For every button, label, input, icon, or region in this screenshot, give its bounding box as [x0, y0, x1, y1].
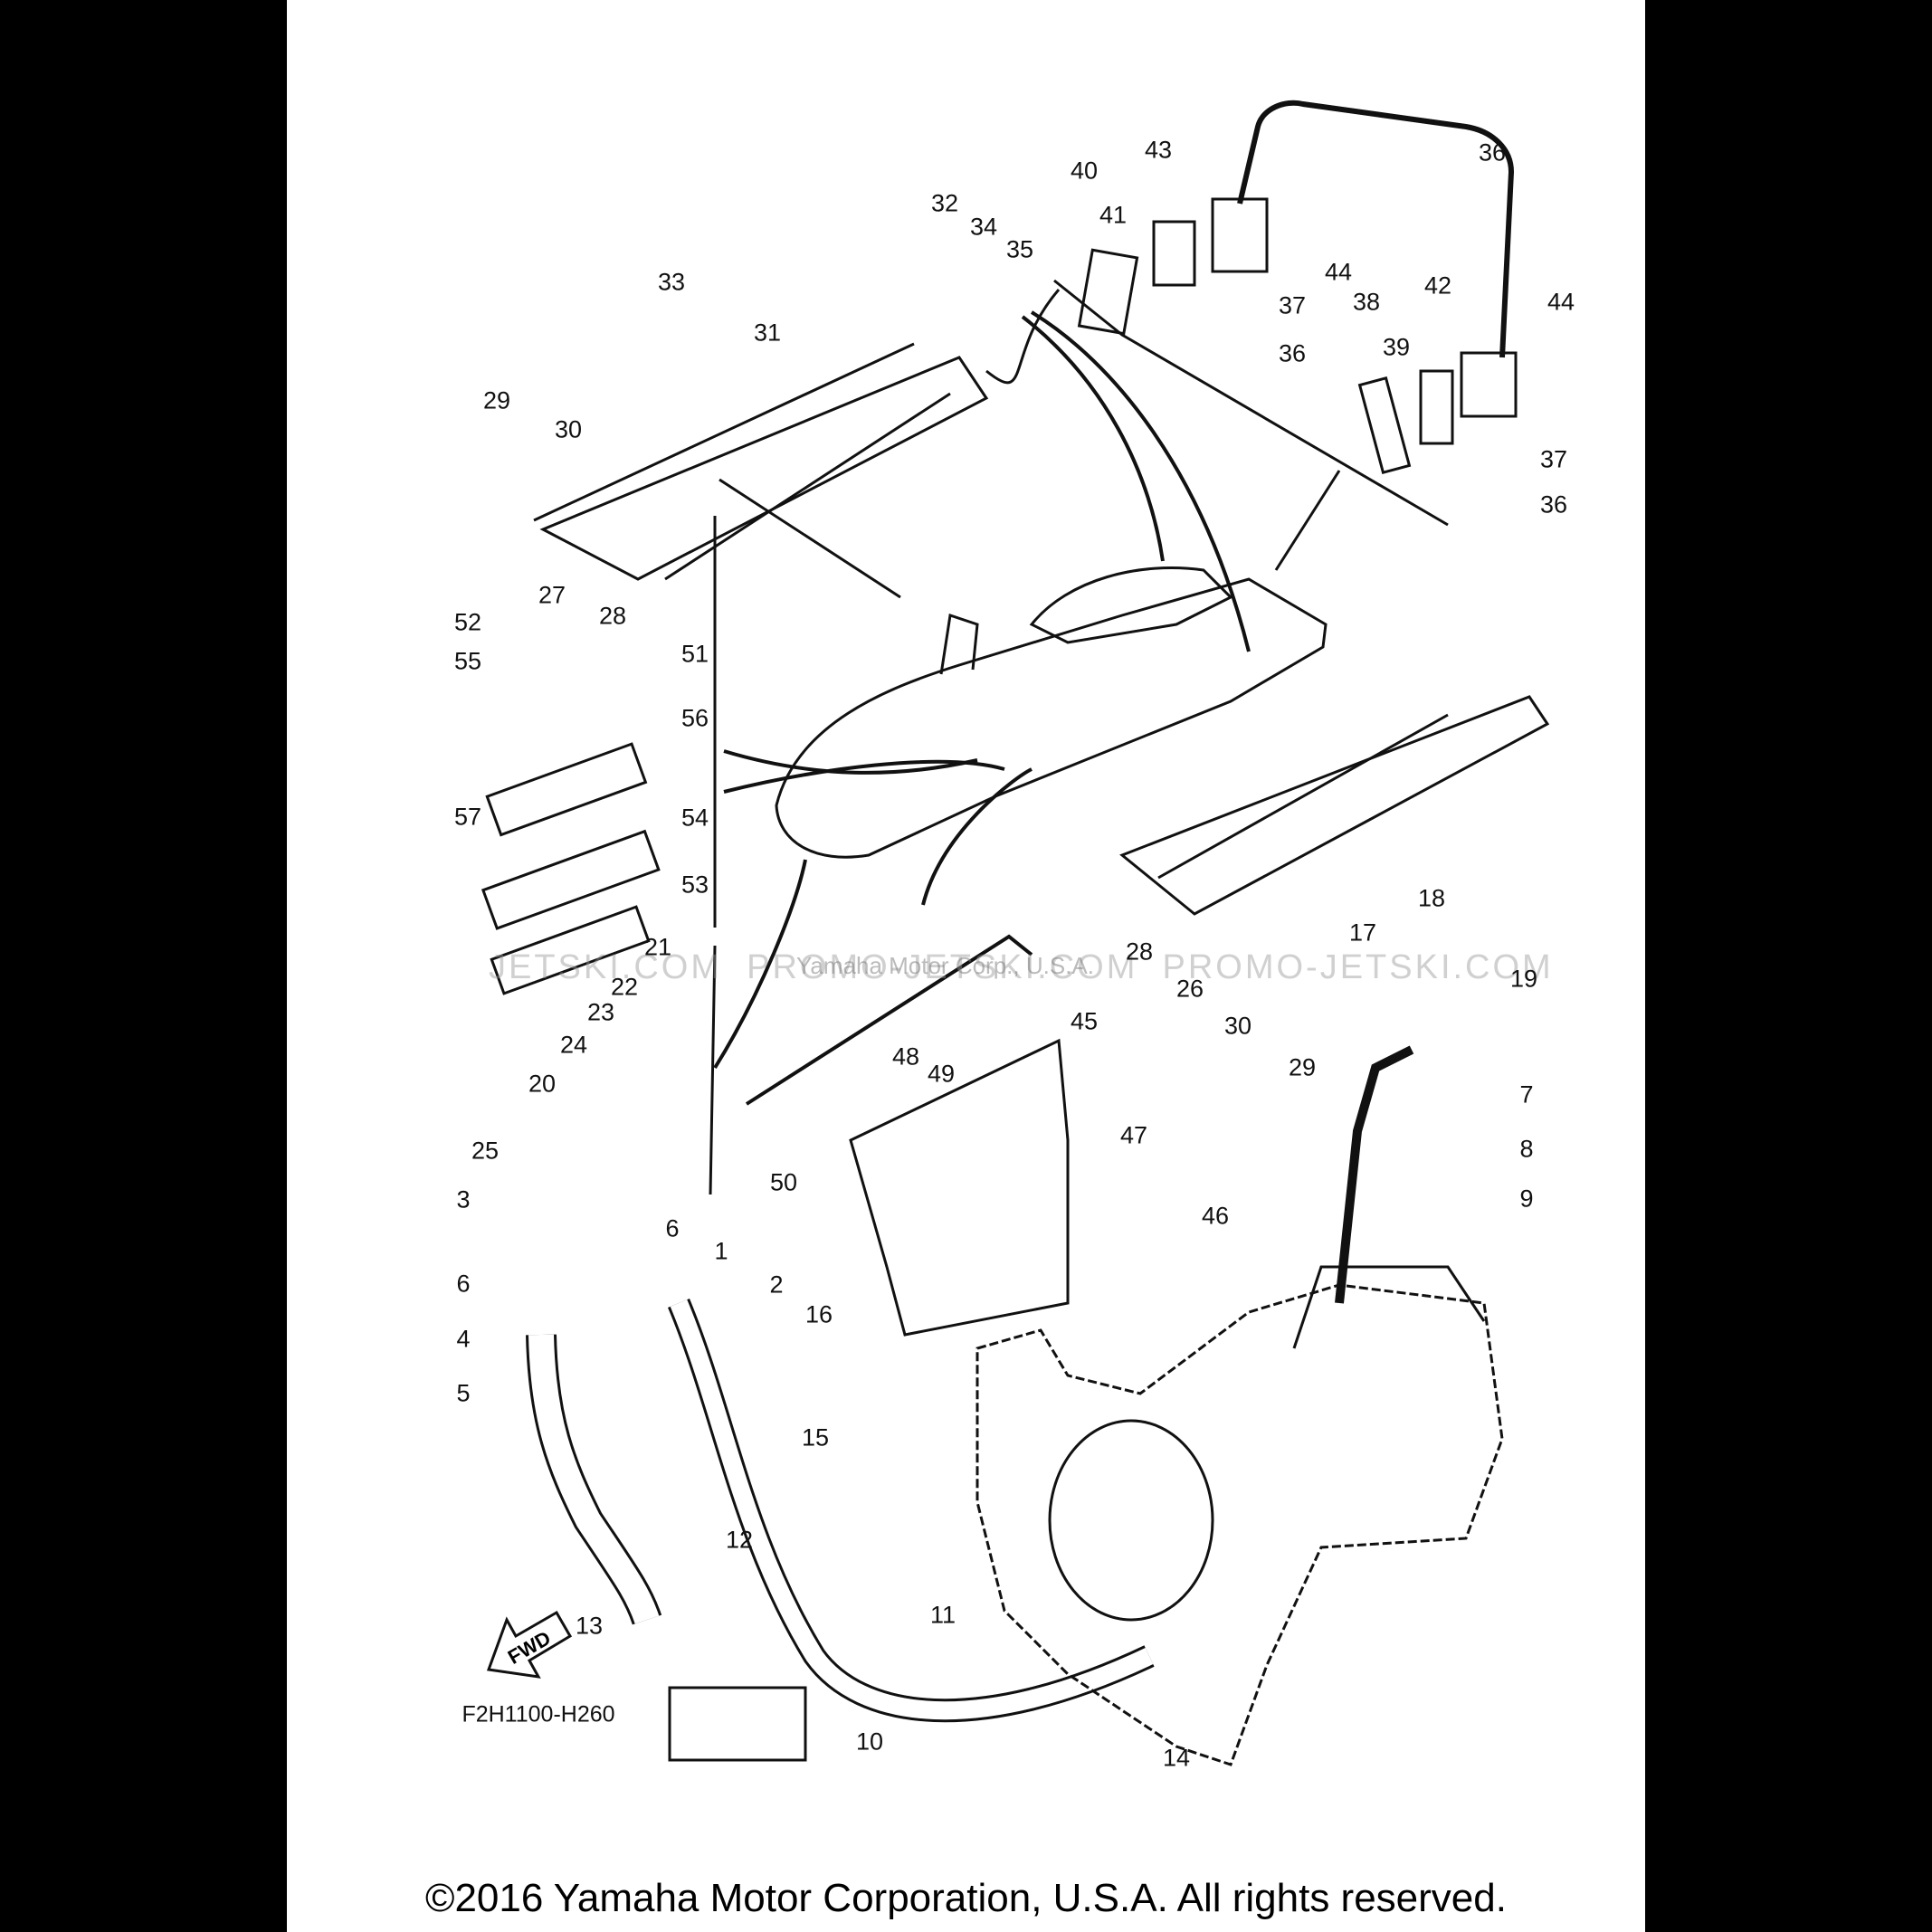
- callout: 24: [559, 1031, 588, 1059]
- callout: 44: [1324, 258, 1353, 286]
- callout: 40: [1070, 157, 1099, 185]
- callout: 18: [1417, 884, 1446, 912]
- callout: 19: [1509, 965, 1538, 993]
- intake-cover: [849, 1038, 1070, 1337]
- callout: 30: [554, 415, 583, 443]
- callout: 56: [680, 704, 709, 732]
- callout: 16: [804, 1300, 833, 1328]
- callout: 51: [680, 640, 709, 668]
- callout: 54: [680, 804, 709, 832]
- callout: 28: [598, 602, 627, 630]
- watermark: JETSKI.COM PROMO-JETSKI.COM PROMO-JETSKI…: [489, 948, 1554, 986]
- callout: 35: [1005, 235, 1034, 263]
- callout: 12: [725, 1526, 754, 1554]
- callout: 50: [769, 1168, 798, 1196]
- callout: 20: [528, 1070, 557, 1098]
- callout: 22: [610, 973, 639, 1001]
- callout: 30: [1223, 1012, 1252, 1040]
- callout: 8: [1519, 1135, 1534, 1163]
- callout: 27: [538, 581, 566, 609]
- callout: 39: [1382, 333, 1411, 361]
- callout: 49: [927, 1060, 956, 1088]
- callout: 52: [453, 608, 482, 636]
- callout: 37: [1278, 291, 1307, 319]
- jet-ski-seat: [1029, 566, 1233, 644]
- callout: 47: [1119, 1121, 1148, 1149]
- callout: 14: [1162, 1744, 1191, 1772]
- jet-ski-handlebar: [939, 614, 979, 675]
- callout: 36: [1478, 138, 1507, 167]
- callout: 11: [929, 1601, 956, 1629]
- grab-handle: [1237, 100, 1515, 358]
- callout: 2: [769, 1271, 784, 1299]
- callout: 3: [456, 1185, 471, 1213]
- fwd-arrow: [486, 1610, 573, 1679]
- callout: 43: [1144, 136, 1173, 164]
- callout: 31: [753, 319, 782, 347]
- callout: 45: [1070, 1007, 1099, 1035]
- callout: 57: [453, 803, 482, 831]
- diagram-code: F2H1100-H260: [462, 1701, 615, 1727]
- callout: 26: [1175, 975, 1204, 1003]
- jet-ski-hull: [775, 577, 1328, 859]
- callout: 48: [891, 1042, 920, 1071]
- callout: 4: [456, 1325, 471, 1353]
- callout: 1: [714, 1237, 728, 1265]
- callout: 5: [456, 1379, 471, 1407]
- callout: 6: [665, 1214, 680, 1242]
- callout: 13: [575, 1612, 604, 1640]
- callout: 33: [657, 268, 686, 296]
- callout: 34: [969, 213, 998, 241]
- callout: 29: [1288, 1053, 1317, 1081]
- callout: 38: [1352, 288, 1381, 316]
- copyright-footer: ©2016 Yamaha Motor Corporation, U.S.A. A…: [425, 1876, 1507, 1920]
- callout: 36: [1539, 490, 1568, 519]
- callout: 9: [1519, 1185, 1534, 1213]
- callout: 28: [1125, 937, 1154, 966]
- callout: 7: [1519, 1080, 1534, 1109]
- callout: 41: [1099, 201, 1128, 229]
- callout: 25: [471, 1137, 500, 1165]
- rail-group-outline: [539, 356, 989, 581]
- callout: 29: [482, 386, 511, 414]
- callout: 42: [1423, 271, 1452, 300]
- callout: 23: [586, 998, 615, 1026]
- callout: 6: [456, 1270, 471, 1298]
- callout: 21: [643, 933, 672, 961]
- callout: 53: [680, 871, 709, 899]
- jet-pump-housing: [976, 1283, 1504, 1766]
- callout: 55: [453, 647, 482, 675]
- callout: 32: [930, 189, 959, 217]
- callout: 44: [1547, 288, 1575, 316]
- callout: 15: [801, 1423, 830, 1451]
- callout: 37: [1539, 445, 1568, 473]
- callout: 36: [1278, 339, 1307, 367]
- callout: 46: [1201, 1202, 1230, 1230]
- callout: 17: [1348, 918, 1377, 947]
- callout: 10: [855, 1727, 884, 1756]
- watermark-small: Yamaha Motor Corp., U.S.A.: [796, 952, 1094, 979]
- rail-group-outline-right: [1119, 695, 1550, 916]
